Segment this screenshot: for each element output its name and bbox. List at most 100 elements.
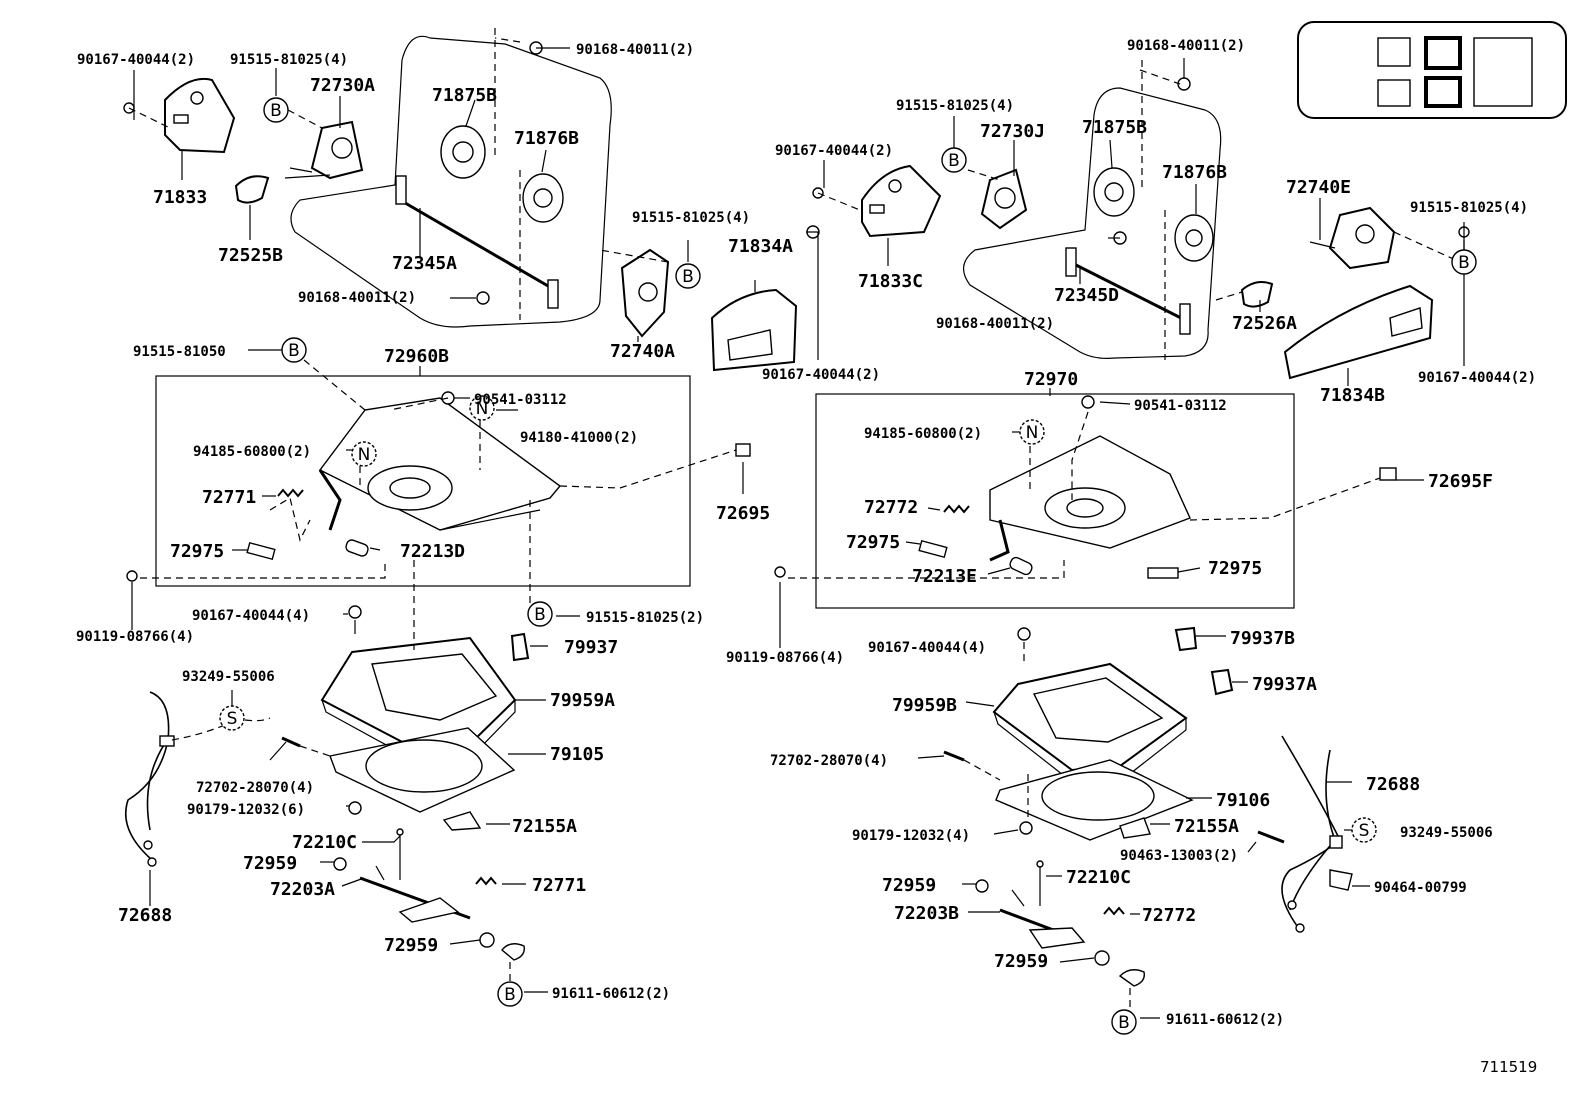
label-90464-00799: 90464-00799 [1374,880,1467,896]
symbol-n-3: N [1026,423,1039,443]
label-79106: 79106 [1216,790,1270,811]
label-91611-60612-right: 91611-60612(2) [1166,1012,1284,1028]
left-swivel-mechanism [318,397,562,531]
label-72210C-left: 72210C [292,832,357,853]
right-swivel-box [815,393,1295,609]
symbol-b-1: B [270,101,282,121]
symbol-n-2: N [476,399,489,419]
right-stopper [1379,467,1397,481]
symbol-s-1: S [227,709,238,729]
label-90119-08766-left: 90119-08766(4) [76,629,194,645]
label-72695: 72695 [716,503,770,524]
label-90119-08766-right: 90119-08766(4) [726,650,844,666]
left-recliner-cover [164,78,236,154]
left-pin [345,539,369,557]
right-harness [1257,735,1353,933]
label-72730J: 72730J [980,121,1045,142]
right-swivel-mechanism [989,435,1191,562]
label-71875B-right: 71875B [1082,117,1147,138]
left-swivel-box [155,375,691,587]
label-71834B: 71834B [1320,385,1385,406]
symbol-n-1: N [358,445,371,465]
right-recliner-knob [1240,281,1274,308]
symbol-b-3: B [948,151,960,171]
label-72695F: 72695F [1428,471,1493,492]
label-72975-left: 72975 [170,541,224,562]
symbol-b-2: B [682,267,694,287]
label-91515-81025-bottom: 91515-81025(2) [586,610,704,626]
label-71833: 71833 [153,187,207,208]
label-71876B-right: 71876B [1162,162,1227,183]
label-72959-left-1: 72959 [243,853,297,874]
label-90168-40011-right: 90168-40011(2) [936,316,1054,332]
label-93249-55006-right: 93249-55006 [1400,825,1493,841]
left-hinge-inner [620,248,670,338]
left-shield-outer [710,288,798,372]
label-71875B-left: 71875B [432,85,497,106]
label-71876B-left: 71876B [514,128,579,149]
vehicle-locator-inset [1297,21,1567,119]
label-72970: 72970 [1024,369,1078,390]
label-72155A-left: 72155A [512,816,577,837]
right-shield-outer [1283,284,1434,380]
label-90167-40044-right: 90167-40044(2) [775,143,893,159]
label-94185-60800-right: 94185-60800(2) [864,426,982,442]
label-72526A: 72526A [1232,313,1297,334]
label-91515-81025-mid: 91515-81025(4) [632,210,750,226]
right-recliner-hinge [980,168,1028,230]
label-72203B: 72203B [894,903,959,924]
label-91515-81050: 91515-81050 [133,344,226,360]
symbol-b-5: B [288,341,300,361]
symbol-b-4: B [1458,253,1470,273]
label-72702-28070-left: 72702-28070(4) [196,780,314,796]
left-pad [246,541,276,561]
label-72772-right: 72772 [864,497,918,518]
label-91515-81025-tl: 91515-81025(4) [230,52,348,68]
label-72959-right-2: 72959 [994,951,1048,972]
left-swivel-spring [277,488,304,498]
label-90168-40011-tr: 90168-40011(2) [1127,38,1245,54]
right-pin [1009,556,1033,576]
symbol-s-2: S [1359,821,1370,841]
label-72771-left: 72771 [202,487,256,508]
right-pad-1 [918,539,948,559]
label-94185-60800-left: 94185-60800(2) [193,444,311,460]
left-recliner-hinge [284,120,364,180]
label-72740E: 72740E [1286,177,1351,198]
label-79937A: 79937A [1252,674,1317,695]
right-riser-79959B [992,662,1188,783]
left-bracket-79105 [329,727,516,813]
right-swivel-spring [943,504,970,514]
label-94180-41000: 94180-41000(2) [520,430,638,446]
label-71834A: 71834A [728,236,793,257]
label-79937: 79937 [564,637,618,658]
label-93249-55006-left: 93249-55006 [182,669,275,685]
right-seat-back-frame [963,60,1222,360]
label-72688-right: 72688 [1366,774,1420,795]
symbol-b-7: B [504,985,516,1005]
symbol-letters: B B B B B N N N B S S B B [227,101,1470,1033]
left-seat-back-frame [290,28,612,328]
label-90541-03112-right: 90541-03112 [1134,398,1227,414]
label-79105: 79105 [550,744,604,765]
label-91515-81025-right: 91515-81025(4) [896,98,1014,114]
label-90167-40044-bottom-left: 90167-40044(4) [192,608,310,624]
label-72525B: 72525B [218,245,283,266]
label-72155A-right: 72155A [1174,816,1239,837]
label-72975-right-1: 72975 [846,532,900,553]
label-72345D: 72345D [1054,285,1119,306]
label-91611-60612-left: 91611-60612(2) [552,986,670,1002]
right-bracket-79106 [995,759,1194,841]
right-lever-assembly [975,860,1145,987]
label-90179-12032-left: 90179-12032(6) [187,802,305,818]
label-72345A: 72345A [392,253,457,274]
label-90179-12032-right: 90179-12032(4) [852,828,970,844]
label-90167-40044-far-right: 90167-40044(2) [1418,370,1536,386]
label-90168-40011-top: 90168-40011(2) [576,42,694,58]
left-lever-assembly [333,828,525,961]
label-72959-right-1: 72959 [882,875,936,896]
label-90167-40044-mid: 90167-40044(2) [762,367,880,383]
symbol-b-6: B [534,605,546,625]
label-72771-bottom: 72771 [532,875,586,896]
